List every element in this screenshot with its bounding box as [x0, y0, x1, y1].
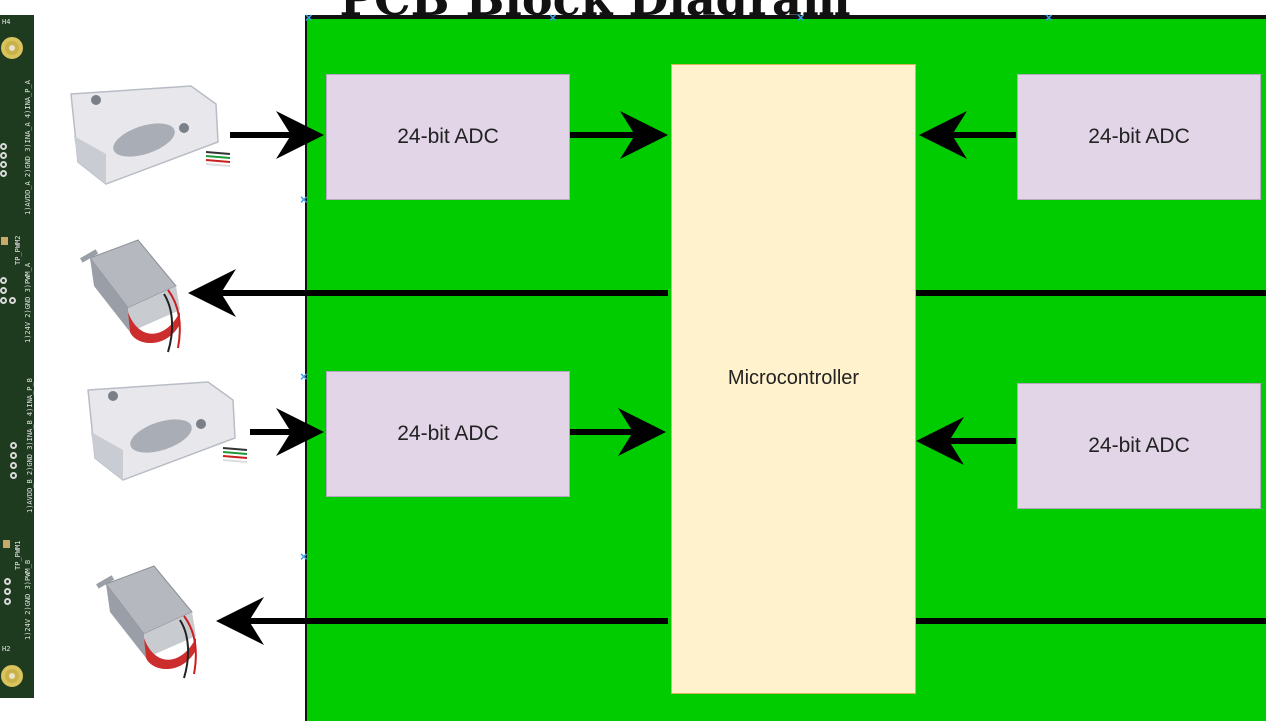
connector-pad — [0, 152, 7, 159]
load-cell-icon — [70, 85, 231, 185]
connection-marker-icon: × — [300, 549, 308, 564]
connection-marker-icon: × — [797, 10, 805, 25]
connector-pad — [0, 161, 7, 168]
adc-block-bottom-right[interactable]: 24-bit ADC — [1017, 383, 1261, 509]
pcb-board-strip: H4 1)AVDD_A 2)GND 3)INA_A 4)INA_P_A TP_P… — [0, 15, 34, 698]
connector-pad — [0, 287, 7, 294]
microcontroller-label: Microcontroller — [727, 367, 860, 389]
connection-marker-icon: × — [300, 369, 308, 384]
connector-pad — [4, 588, 11, 595]
pcb-label-h4: H4 — [2, 18, 11, 26]
adc-block-bottom-left[interactable]: 24-bit ADC — [326, 371, 570, 497]
connector-pad — [0, 143, 7, 150]
connector-pad — [10, 472, 17, 479]
connector-pad — [4, 598, 11, 605]
connection-marker-icon: × — [300, 192, 308, 207]
connector-pad — [9, 297, 16, 304]
connection-marker-icon: × — [305, 10, 313, 25]
connector-pad — [10, 452, 17, 459]
connection-marker-icon: × — [1045, 10, 1053, 25]
connector-pad — [4, 578, 11, 585]
adc-block-top-left[interactable]: 24-bit ADC — [326, 74, 570, 200]
adc-block-top-right[interactable]: 24-bit ADC — [1017, 74, 1261, 200]
adc-label: 24-bit ADC — [1088, 434, 1190, 457]
mounting-hole-h2 — [1, 665, 23, 687]
connector-pad — [10, 462, 17, 469]
adc-label: 24-bit ADC — [397, 125, 499, 148]
load-cell-icon — [87, 381, 248, 481]
test-point-pwm1 — [3, 540, 10, 548]
connection-marker-icon: × — [549, 10, 557, 25]
test-point-pwm2 — [1, 237, 8, 245]
connector-pad — [10, 442, 17, 449]
connector-pad — [0, 297, 7, 304]
connector-pad — [0, 170, 7, 177]
dc-motor-icon — [80, 239, 181, 353]
adc-label: 24-bit ADC — [1088, 125, 1190, 148]
pcb-label-h2: H2 — [2, 645, 11, 653]
dc-motor-icon — [96, 565, 197, 679]
microcontroller-block[interactable]: Microcontroller — [671, 64, 916, 694]
adc-label: 24-bit ADC — [397, 422, 499, 445]
connector-pad — [0, 277, 7, 284]
mounting-hole-h4 — [1, 37, 23, 59]
